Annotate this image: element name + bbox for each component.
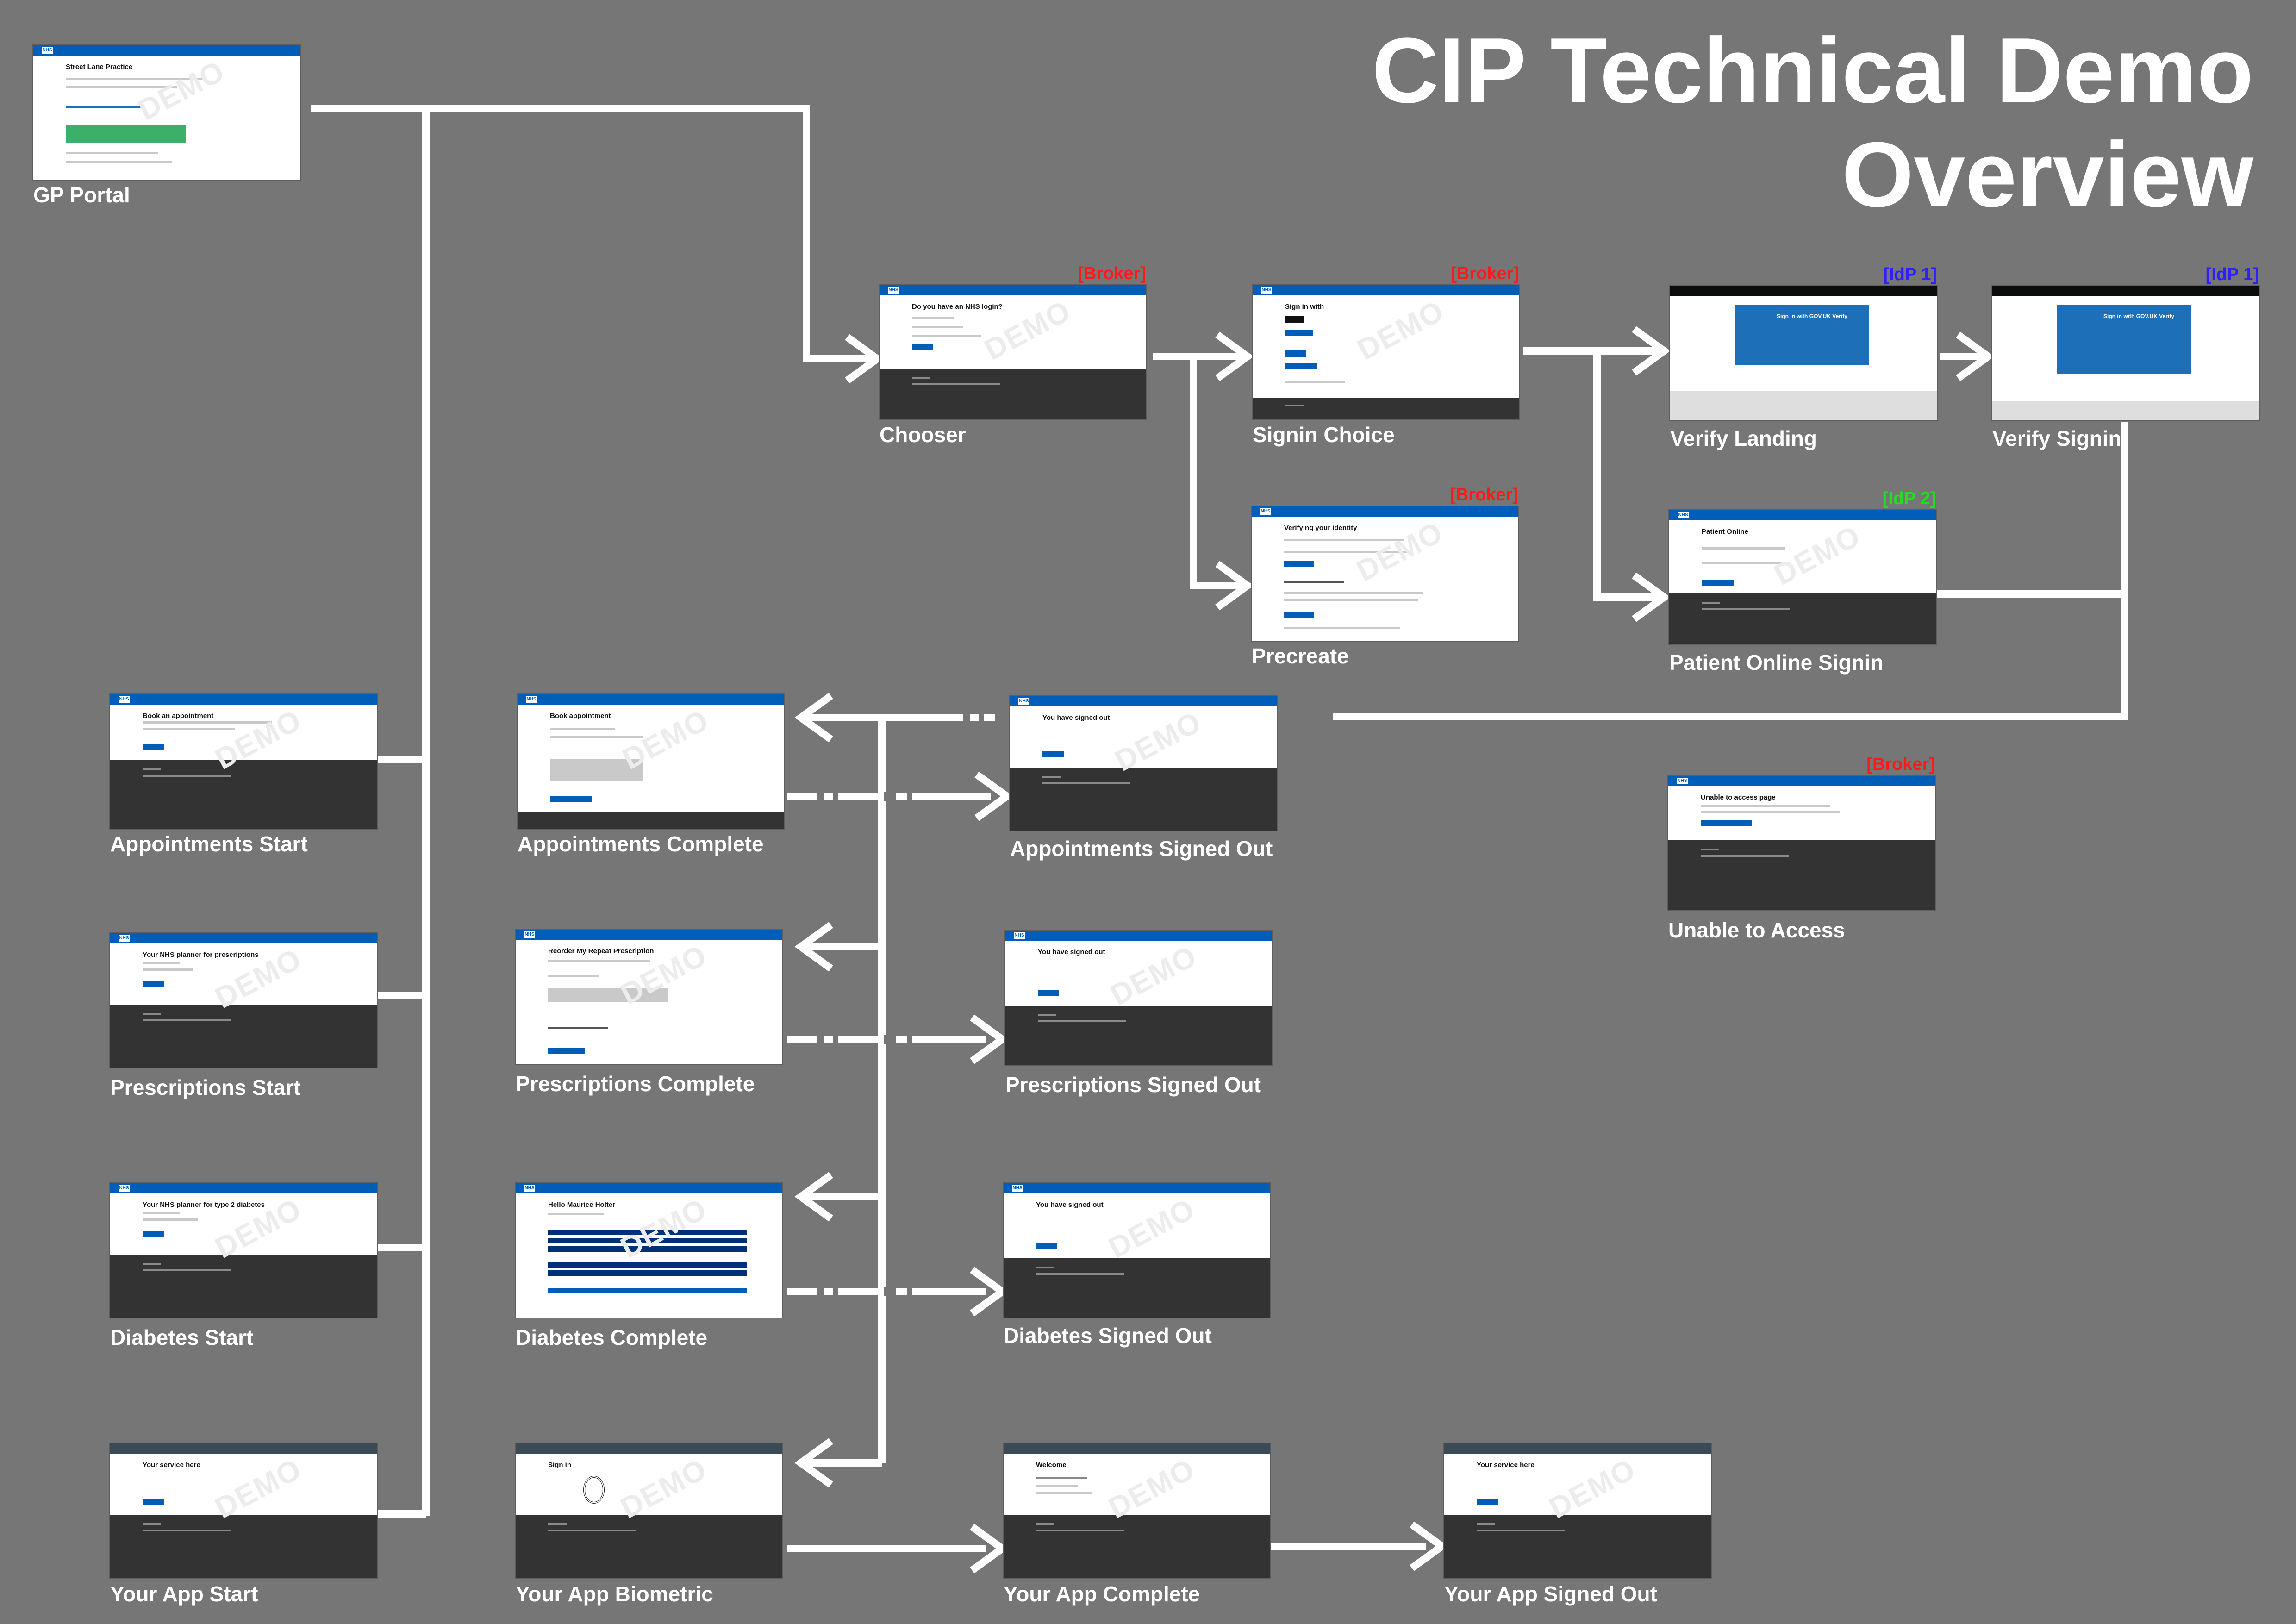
thumb-heading: Sign in with GOV.UK Verify (2103, 313, 2174, 319)
label-your-app-biometric: Your App Biometric (516, 1582, 713, 1606)
label-your-app-signed-out: Your App Signed Out (1444, 1582, 1657, 1606)
tag-broker: [Broker] (1450, 485, 1518, 505)
edge-verify-return (1333, 422, 2128, 720)
label-appointments-complete: Appointments Complete (518, 832, 764, 856)
tag-broker: [Broker] (1078, 264, 1146, 283)
thumb-heading: Patient Online (1702, 528, 1748, 536)
thumb-heading: Sign in (548, 1461, 571, 1469)
tag-broker: [Broker] (1451, 264, 1519, 283)
label-diabetes-complete: Diabetes Complete (516, 1325, 708, 1349)
label-your-app-complete: Your App Complete (1004, 1582, 1200, 1606)
title-line-1: CIP Technical Demo (1372, 19, 2253, 122)
thumb-heading: Your NHS planner for type 2 diabetes (143, 1201, 265, 1209)
title-line-2: Overview (1841, 123, 2253, 226)
thumb-heading: Verifying your identity (1284, 524, 1357, 532)
thumb-heading: You have signed out (1042, 714, 1110, 722)
thumb-heading: Hello Maurice Holter (548, 1201, 616, 1209)
tag-idp1: [IdP 1] (2205, 265, 2259, 284)
tag-idp2: [IdP 2] (1882, 489, 1936, 508)
thumb-heading: Do you have an NHS login? (912, 303, 1003, 311)
thumb-heading: Book an appointment (143, 712, 214, 720)
label-diabetes-start: Diabetes Start (110, 1325, 254, 1349)
thumb-heading: Street Lane Practice (66, 63, 133, 71)
label-unable-to-access: Unable to Access (1668, 918, 1845, 942)
thumb-heading: Your NHS planner for prescriptions (143, 951, 259, 959)
thumb-heading: Book appointment (550, 712, 611, 720)
label-precreate: Precreate (1252, 644, 1349, 668)
label-appointments-start: Appointments Start (110, 832, 308, 856)
label-gp-portal: GP Portal (33, 183, 130, 207)
label-verify-landing: Verify Landing (1670, 426, 1817, 450)
thumb-heading: Reorder My Repeat Prescription (548, 947, 654, 955)
label-verify-signin: Verify Signin (1992, 426, 2121, 450)
thumb-heading: Sign in with GOV.UK Verify (1777, 313, 1847, 319)
tag-idp1: [IdP 1] (1883, 265, 1937, 284)
diagram-title: CIP Technical Demo Overview (1372, 19, 2253, 227)
tag-broker: [Broker] (1866, 755, 1935, 774)
thumb-heading: You have signed out (1036, 1201, 1104, 1209)
edge-chooser-precreate (1190, 356, 1245, 589)
label-your-app-start: Your App Start (110, 1582, 258, 1606)
label-prescriptions-signed-out: Prescriptions Signed Out (1005, 1073, 1261, 1097)
label-prescriptions-start: Prescriptions Start (110, 1075, 301, 1099)
thumb-heading: You have signed out (1038, 948, 1105, 956)
fingerprint-icon (583, 1476, 605, 1504)
label-prescriptions-complete: Prescriptions Complete (516, 1072, 755, 1096)
edge-signin-patient (1593, 351, 1662, 601)
label-chooser: Chooser (880, 423, 966, 447)
label-diabetes-signed-out: Diabetes Signed Out (1004, 1324, 1212, 1348)
thumb-heading: Unable to access page (1701, 793, 1776, 801)
thumb-heading: Your service here (143, 1461, 200, 1469)
thumb-heading: Your service here (1477, 1461, 1535, 1469)
label-signin-choice: Signin Choice (1253, 423, 1395, 447)
thumb-heading: Sign in with (1285, 303, 1324, 311)
thumbnail-gp-portal: NHS Street Lane Practice DEMO (33, 45, 300, 180)
label-appointments-signed-out: Appointments Signed Out (1010, 837, 1273, 861)
label-patient-online-signin: Patient Online Signin (1669, 650, 1884, 675)
edge-gp-to-chooser (311, 105, 875, 362)
thumb-heading: Welcome (1036, 1461, 1067, 1469)
